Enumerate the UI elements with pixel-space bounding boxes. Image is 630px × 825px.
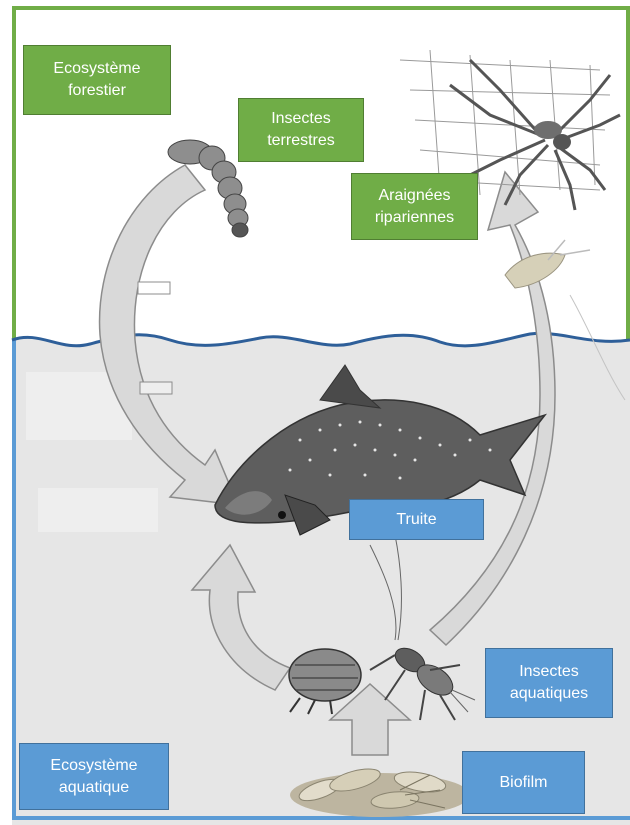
spider-head bbox=[553, 134, 571, 150]
terrestrial-insects-label: Insectes terrestres bbox=[238, 98, 364, 162]
water-highlight-2 bbox=[38, 488, 158, 532]
riparian-spiders-label: Araignées ripariennes bbox=[351, 173, 478, 240]
arrow-gap-2 bbox=[140, 382, 172, 394]
forest-ecosystem-label: Ecosystème forestier bbox=[23, 45, 171, 115]
aquatic-insects-label: Insectes aquatiques bbox=[485, 648, 613, 718]
biofilm-label: Biofilm bbox=[462, 751, 585, 814]
aquatic-ecosystem-label: Ecosystème aquatique bbox=[19, 743, 169, 810]
arrow-gap-1 bbox=[138, 282, 170, 294]
trout-label: Truite bbox=[349, 499, 484, 540]
